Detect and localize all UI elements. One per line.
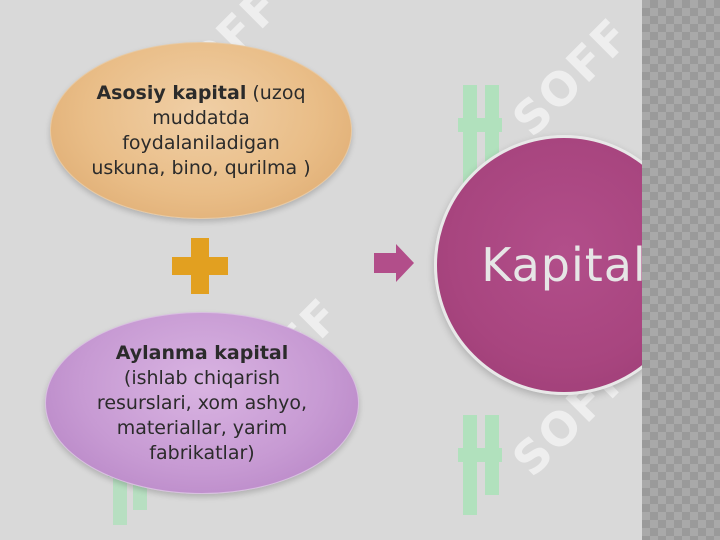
watermark-logo-icon xyxy=(458,415,502,515)
working-capital-title: Aylanma kapital xyxy=(115,341,289,364)
watermark-text: SOFF xyxy=(501,7,642,147)
working-capital-node: Aylanma kapital (ishlab chiqarish resurs… xyxy=(45,312,359,494)
decorative-side-panel xyxy=(642,0,720,540)
fixed-capital-text: Asosiy kapital (uzoq muddatda foydalanil… xyxy=(91,81,311,181)
working-capital-text: Aylanma kapital (ishlab chiqarish resurs… xyxy=(87,341,317,466)
plus-icon xyxy=(172,238,228,294)
fixed-capital-title: Asosiy kapital xyxy=(96,81,247,104)
watermark-logo-icon xyxy=(458,85,502,185)
working-capital-description: (ishlab chiqarish resurslari, xom ashyo,… xyxy=(96,366,308,464)
slide: SOFF SOFF SOFF SOFF Asosiy kapital (uzoq… xyxy=(45,0,694,525)
arrow-right-icon xyxy=(374,244,414,282)
capital-result-label: Kapital xyxy=(481,238,647,292)
fixed-capital-node: Asosiy kapital (uzoq muddatda foydalanil… xyxy=(50,42,352,219)
fixed-capital-description: (uzoq muddatda foydalaniladigan uskuna, … xyxy=(91,81,311,179)
